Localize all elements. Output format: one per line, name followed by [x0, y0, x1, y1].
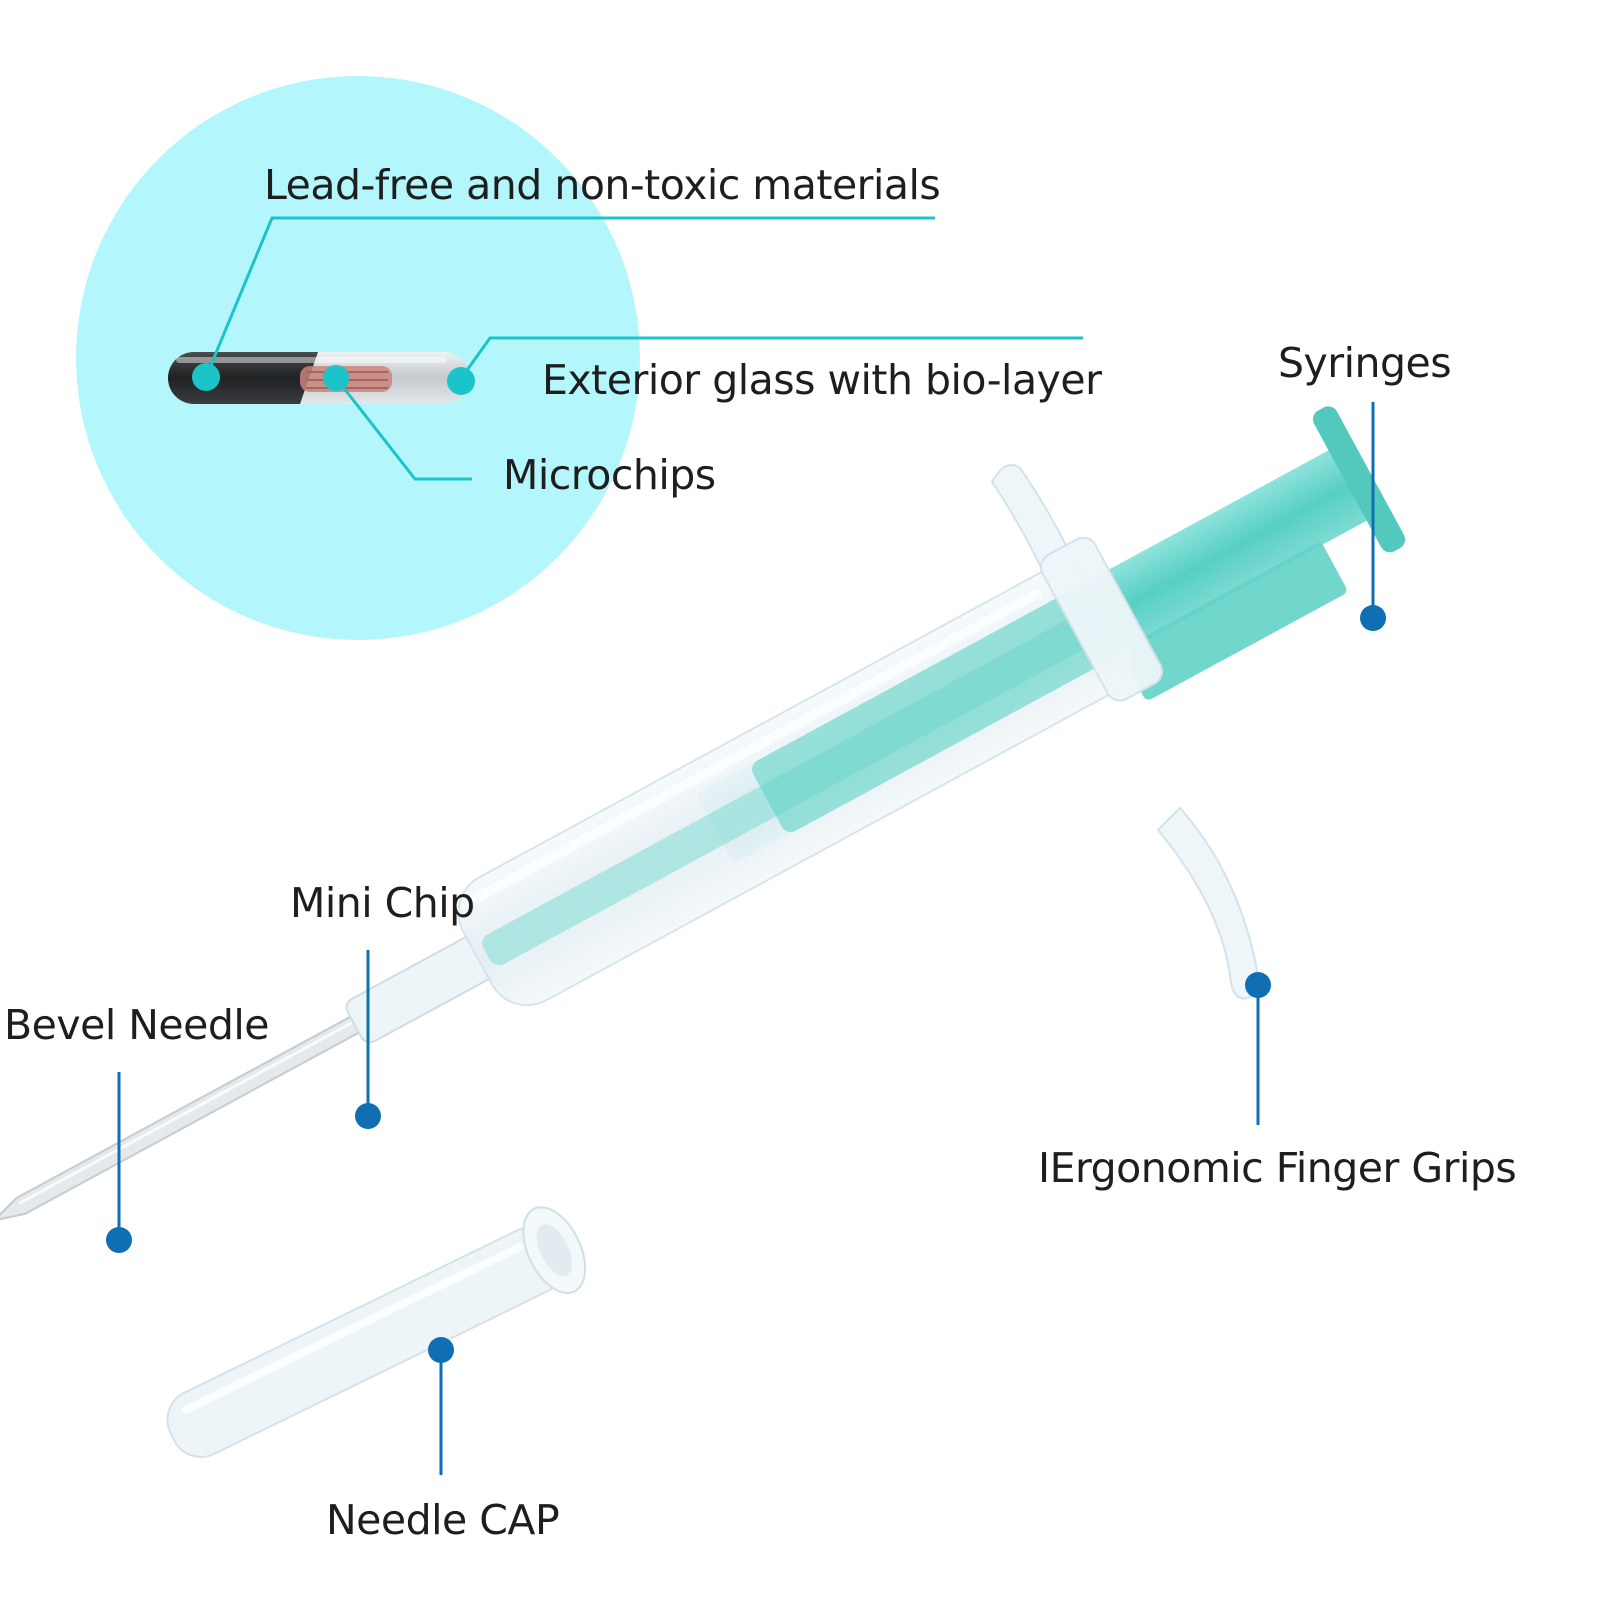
dot-exterior-glass — [447, 367, 475, 395]
needle — [0, 934, 496, 1223]
teal-callouts — [204, 216, 1083, 481]
dot-syringes — [1360, 605, 1386, 631]
label-bevel-needle: Bevel Needle — [4, 1001, 270, 1049]
label-mini-chip: Mini Chip — [290, 879, 475, 927]
finger-grip-lower — [1156, 806, 1259, 1000]
dot-needle-cap — [428, 1337, 454, 1363]
label-needle-cap: Needle CAP — [326, 1496, 560, 1544]
label-lead-free: Lead-free and non-toxic materials — [264, 161, 941, 209]
dot-mini-chip — [355, 1103, 381, 1129]
dot-lead-free — [192, 363, 220, 391]
label-finger-grips: IErgonomic Finger Grips — [1038, 1144, 1517, 1192]
needle-cap — [166, 1206, 587, 1458]
dot-finger-grips — [1245, 972, 1271, 998]
blue-callouts — [117, 402, 1375, 1475]
dot-microchips — [323, 365, 349, 391]
label-syringes: Syringes — [1278, 339, 1452, 387]
dot-bevel-needle — [106, 1227, 132, 1253]
label-microchips: Microchips — [503, 451, 716, 499]
label-exterior-glass: Exterior glass with bio-layer — [542, 356, 1102, 404]
syringe-body — [457, 406, 1406, 1007]
